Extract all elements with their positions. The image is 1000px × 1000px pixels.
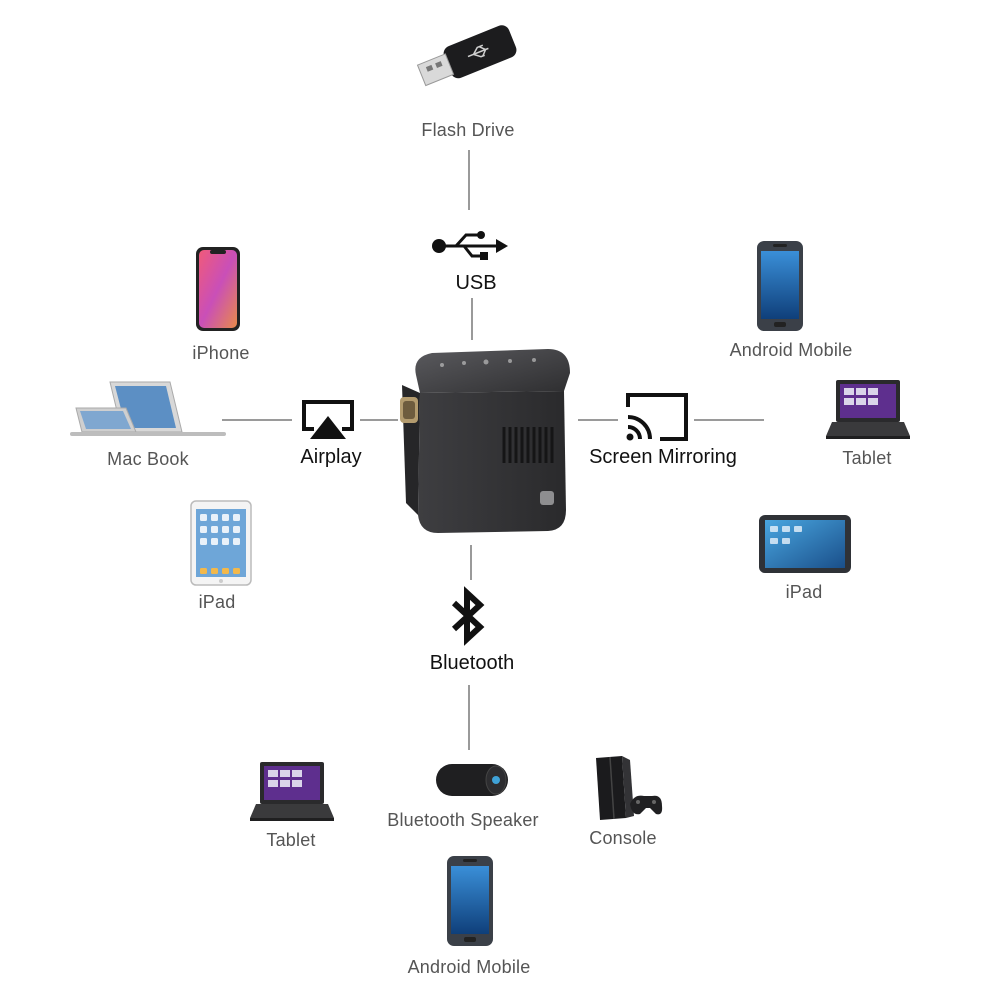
projector-image xyxy=(398,335,580,540)
android-top-image xyxy=(756,240,804,332)
cast-icon xyxy=(624,391,690,443)
bluetooth-icon xyxy=(446,586,490,646)
tablet-bottom-image xyxy=(250,760,334,822)
airplay-right-line xyxy=(360,419,398,421)
android-top-label: Android Mobile xyxy=(729,340,853,360)
macbook-image xyxy=(70,378,226,440)
usb-projector-line xyxy=(471,298,473,340)
airplay-left-line xyxy=(222,419,292,421)
usb-icon xyxy=(430,228,510,262)
ipad-left-label: iPad xyxy=(198,592,236,612)
screen-mirroring-label: Screen Mirroring xyxy=(589,446,737,468)
mirroring-right-line xyxy=(694,419,764,421)
macbook-label: Mac Book xyxy=(107,449,189,469)
bluetooth-connector-line xyxy=(468,685,470,750)
airplay-label: Airplay xyxy=(300,446,362,468)
mirroring-left-line xyxy=(578,419,618,421)
iphone-image xyxy=(195,246,241,332)
tablet-bottom-label: Tablet xyxy=(266,830,316,850)
flash-drive-image xyxy=(412,22,524,102)
iphone-label: iPhone xyxy=(192,343,250,363)
android-bottom-label: Android Mobile xyxy=(407,957,531,977)
console-label: Console xyxy=(589,828,657,848)
flash-drive-label: Flash Drive xyxy=(421,120,515,140)
ipad-right-label: iPad xyxy=(785,582,823,602)
ipad-left-image xyxy=(190,500,252,586)
airplay-icon xyxy=(300,399,356,441)
usb-label: USB xyxy=(455,272,497,294)
ipad-right-image xyxy=(758,514,852,574)
usb-connector-line xyxy=(468,150,470,210)
bluetooth-label: Bluetooth xyxy=(429,652,515,674)
android-bottom-image xyxy=(446,855,494,947)
console-image xyxy=(592,754,664,824)
bluetooth-speaker-image xyxy=(434,760,510,800)
bluetooth-projector-line xyxy=(470,545,472,580)
tablet-right-label: Tablet xyxy=(842,448,892,468)
bluetooth-speaker-label: Bluetooth Speaker xyxy=(387,810,539,830)
tablet-right-image xyxy=(826,378,910,440)
